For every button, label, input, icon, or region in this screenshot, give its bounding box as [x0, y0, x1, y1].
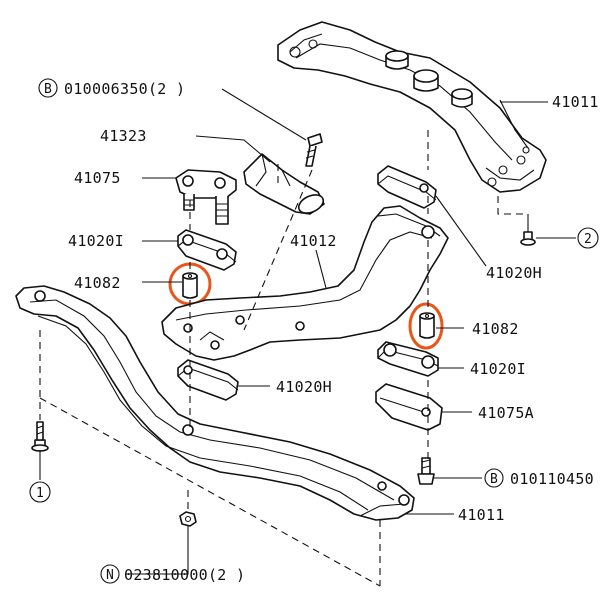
label-41020i-left: 41020I	[68, 232, 124, 250]
marker-b-top: B	[38, 78, 58, 98]
svg-text:N: N	[106, 568, 114, 583]
svg-text:B: B	[490, 472, 498, 487]
label-41020h-right: 41020H	[486, 264, 542, 282]
label-41082-left: 41082	[74, 274, 121, 292]
crossmember-upper	[277, 21, 547, 193]
svg-text:2: 2	[584, 232, 592, 247]
svg-text:B: B	[44, 82, 52, 97]
label-41020i-right: 41020I	[470, 360, 526, 378]
label-41075: 41075	[74, 169, 121, 187]
marker-one: 1	[29, 481, 51, 503]
pad-41020h-right	[377, 165, 437, 209]
spacer-41082-left	[182, 272, 198, 299]
bolt-right-b2	[417, 457, 435, 485]
stud-2	[413, 69, 439, 92]
svg-text:1: 1	[36, 486, 44, 501]
dashed-guides	[39, 130, 524, 587]
bolt-left-1	[31, 421, 49, 452]
highlight-circle-right	[408, 302, 444, 350]
label-41075a: 41075A	[478, 404, 534, 422]
insulator-41323	[243, 153, 325, 215]
marker-n-bottom: N	[100, 564, 120, 584]
stud-3	[451, 88, 473, 108]
spacer-41082-right	[419, 312, 435, 339]
label-41323: 41323	[100, 127, 147, 145]
label-bolt-b2: 010110450	[510, 470, 594, 488]
marker-two: 2	[577, 227, 599, 249]
label-nut-n: 023810000(2 )	[124, 566, 245, 584]
pad-41020i-left	[177, 229, 237, 271]
label-41082-right: 41082	[472, 320, 519, 338]
pad-41020h-left	[177, 359, 239, 401]
label-41011-top: 41011	[552, 93, 599, 111]
leader-lines	[39, 88, 576, 575]
stud-1	[385, 50, 409, 70]
bolt-upper-b1	[305, 133, 323, 167]
label-41020h-left: 41020H	[276, 378, 332, 396]
member-41012	[161, 205, 449, 361]
label-41011-bottom: 41011	[458, 506, 505, 524]
part-labels: 41011 41323 41075 41020I 41012 41020H 41…	[64, 80, 599, 584]
bracket-41075a	[375, 383, 443, 431]
nut-n	[179, 511, 197, 527]
label-41012: 41012	[290, 232, 337, 250]
circled-markers: B B N 1 2	[29, 78, 599, 584]
label-bolt-b1: 010006350(2 )	[64, 80, 185, 98]
bolt-right-2	[520, 214, 536, 246]
bracket-41075	[175, 169, 237, 225]
marker-b-right: B	[484, 468, 504, 488]
pad-41020i-right	[377, 341, 439, 377]
